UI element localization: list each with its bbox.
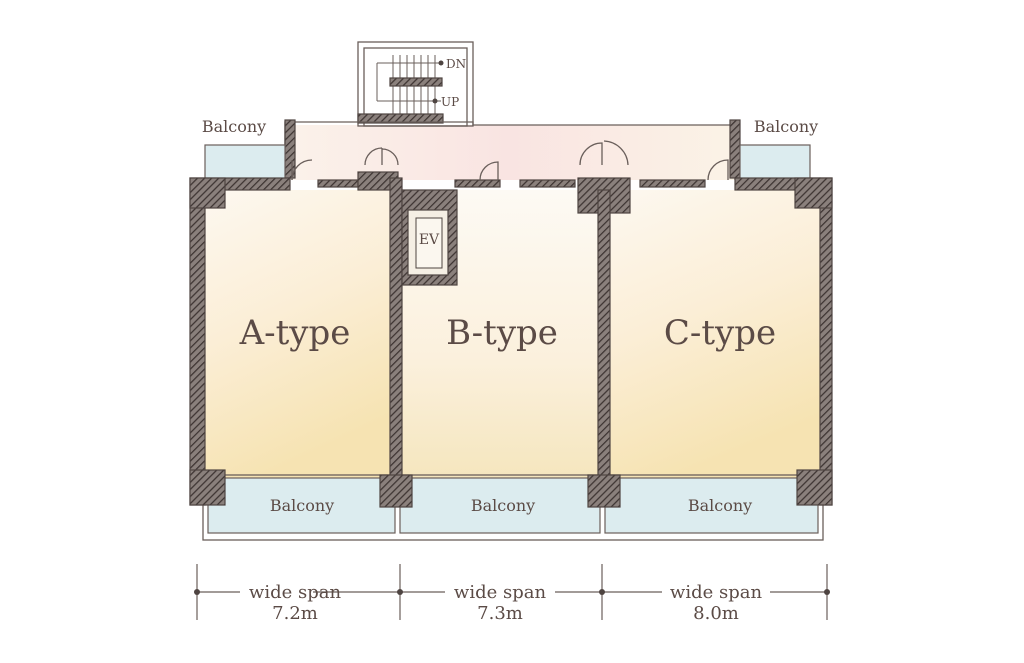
span-b-value: 7.3m [477,603,523,624]
balcony-c-label: Balcony [688,496,752,515]
corridor [285,125,735,180]
top-balcony-left: Balcony [202,117,286,181]
unit-c-label: C-type [664,313,776,353]
stairwell: DN UP [357,41,474,127]
balcony-label: Balcony [202,117,266,136]
top-balcony-right: Balcony [739,117,818,181]
span-a-value: 7.2m [272,603,318,624]
unit-a-room [205,190,390,478]
stairs-down-label: DN [446,57,466,71]
unit-c-room [610,190,820,478]
balcony-b [399,477,601,534]
unit-b-label: B-type [446,313,558,353]
span-c-label: wide span [670,582,763,603]
balcony-a [207,477,396,534]
stairs-up-label: UP [441,95,459,109]
unit-a-label: A-type [239,313,351,353]
balcony-b-label: Balcony [471,496,535,515]
span-b-label: wide span [454,582,547,603]
span-a-label: wide span [249,582,342,603]
span-c-value: 8.0m [693,603,739,624]
elevator: EV [407,209,449,276]
doors [291,140,729,181]
balcony-a-label: Balcony [270,496,334,515]
elevator-label: EV [419,232,440,248]
balcony-c [604,477,819,534]
balcony-label: Balcony [754,117,818,136]
